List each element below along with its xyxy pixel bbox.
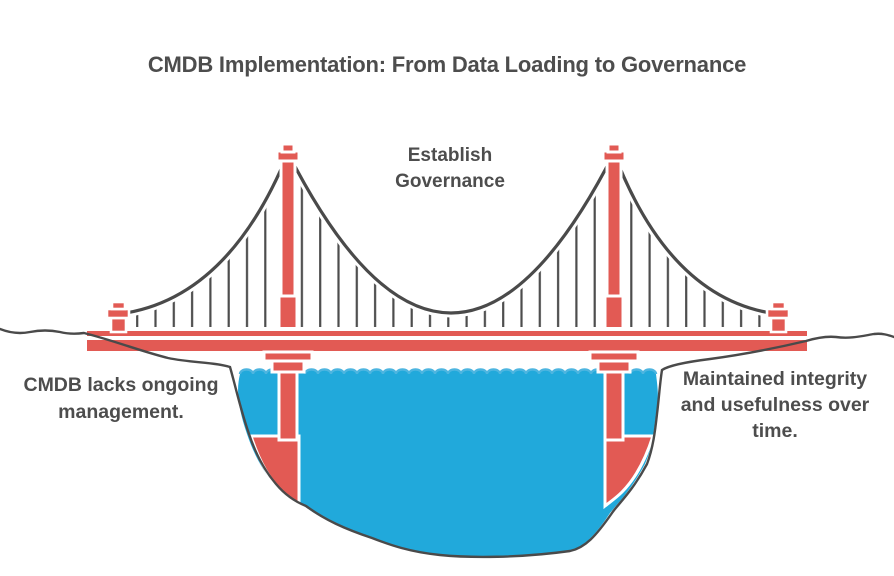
left-pier-pedestal: [262, 350, 314, 374]
left-tower-cap-top: [280, 142, 296, 154]
bridge-deck: [83, 327, 811, 354]
page-title: CMDB Implementation: From Data Loading t…: [147, 52, 747, 77]
main-cable: [118, 141, 778, 319]
label-left-problem: CMDB lacks ongoing management.: [23, 374, 219, 423]
left-tower: [275, 142, 301, 442]
right-pier-pedestal: [588, 350, 640, 374]
left-tower-upper-shaft: [279, 158, 297, 298]
left-pier-foundation: [248, 434, 301, 510]
right-pier-foundation: [603, 434, 656, 510]
shoreline-outline: [0, 327, 894, 559]
label-establish-governance: Establish Governance: [395, 145, 505, 192]
right-tower-upper-shaft: [605, 158, 623, 298]
right-tower: [601, 142, 627, 442]
waterline-waves: [238, 368, 658, 375]
left-anchor-post: [105, 300, 131, 334]
label-right-outcome: Maintained integrity and usefulness over…: [680, 368, 870, 442]
right-anchor-post: [765, 300, 791, 334]
water-basin: [238, 368, 658, 557]
water-fill: [238, 369, 658, 557]
right-tower-cap-top: [606, 142, 622, 154]
